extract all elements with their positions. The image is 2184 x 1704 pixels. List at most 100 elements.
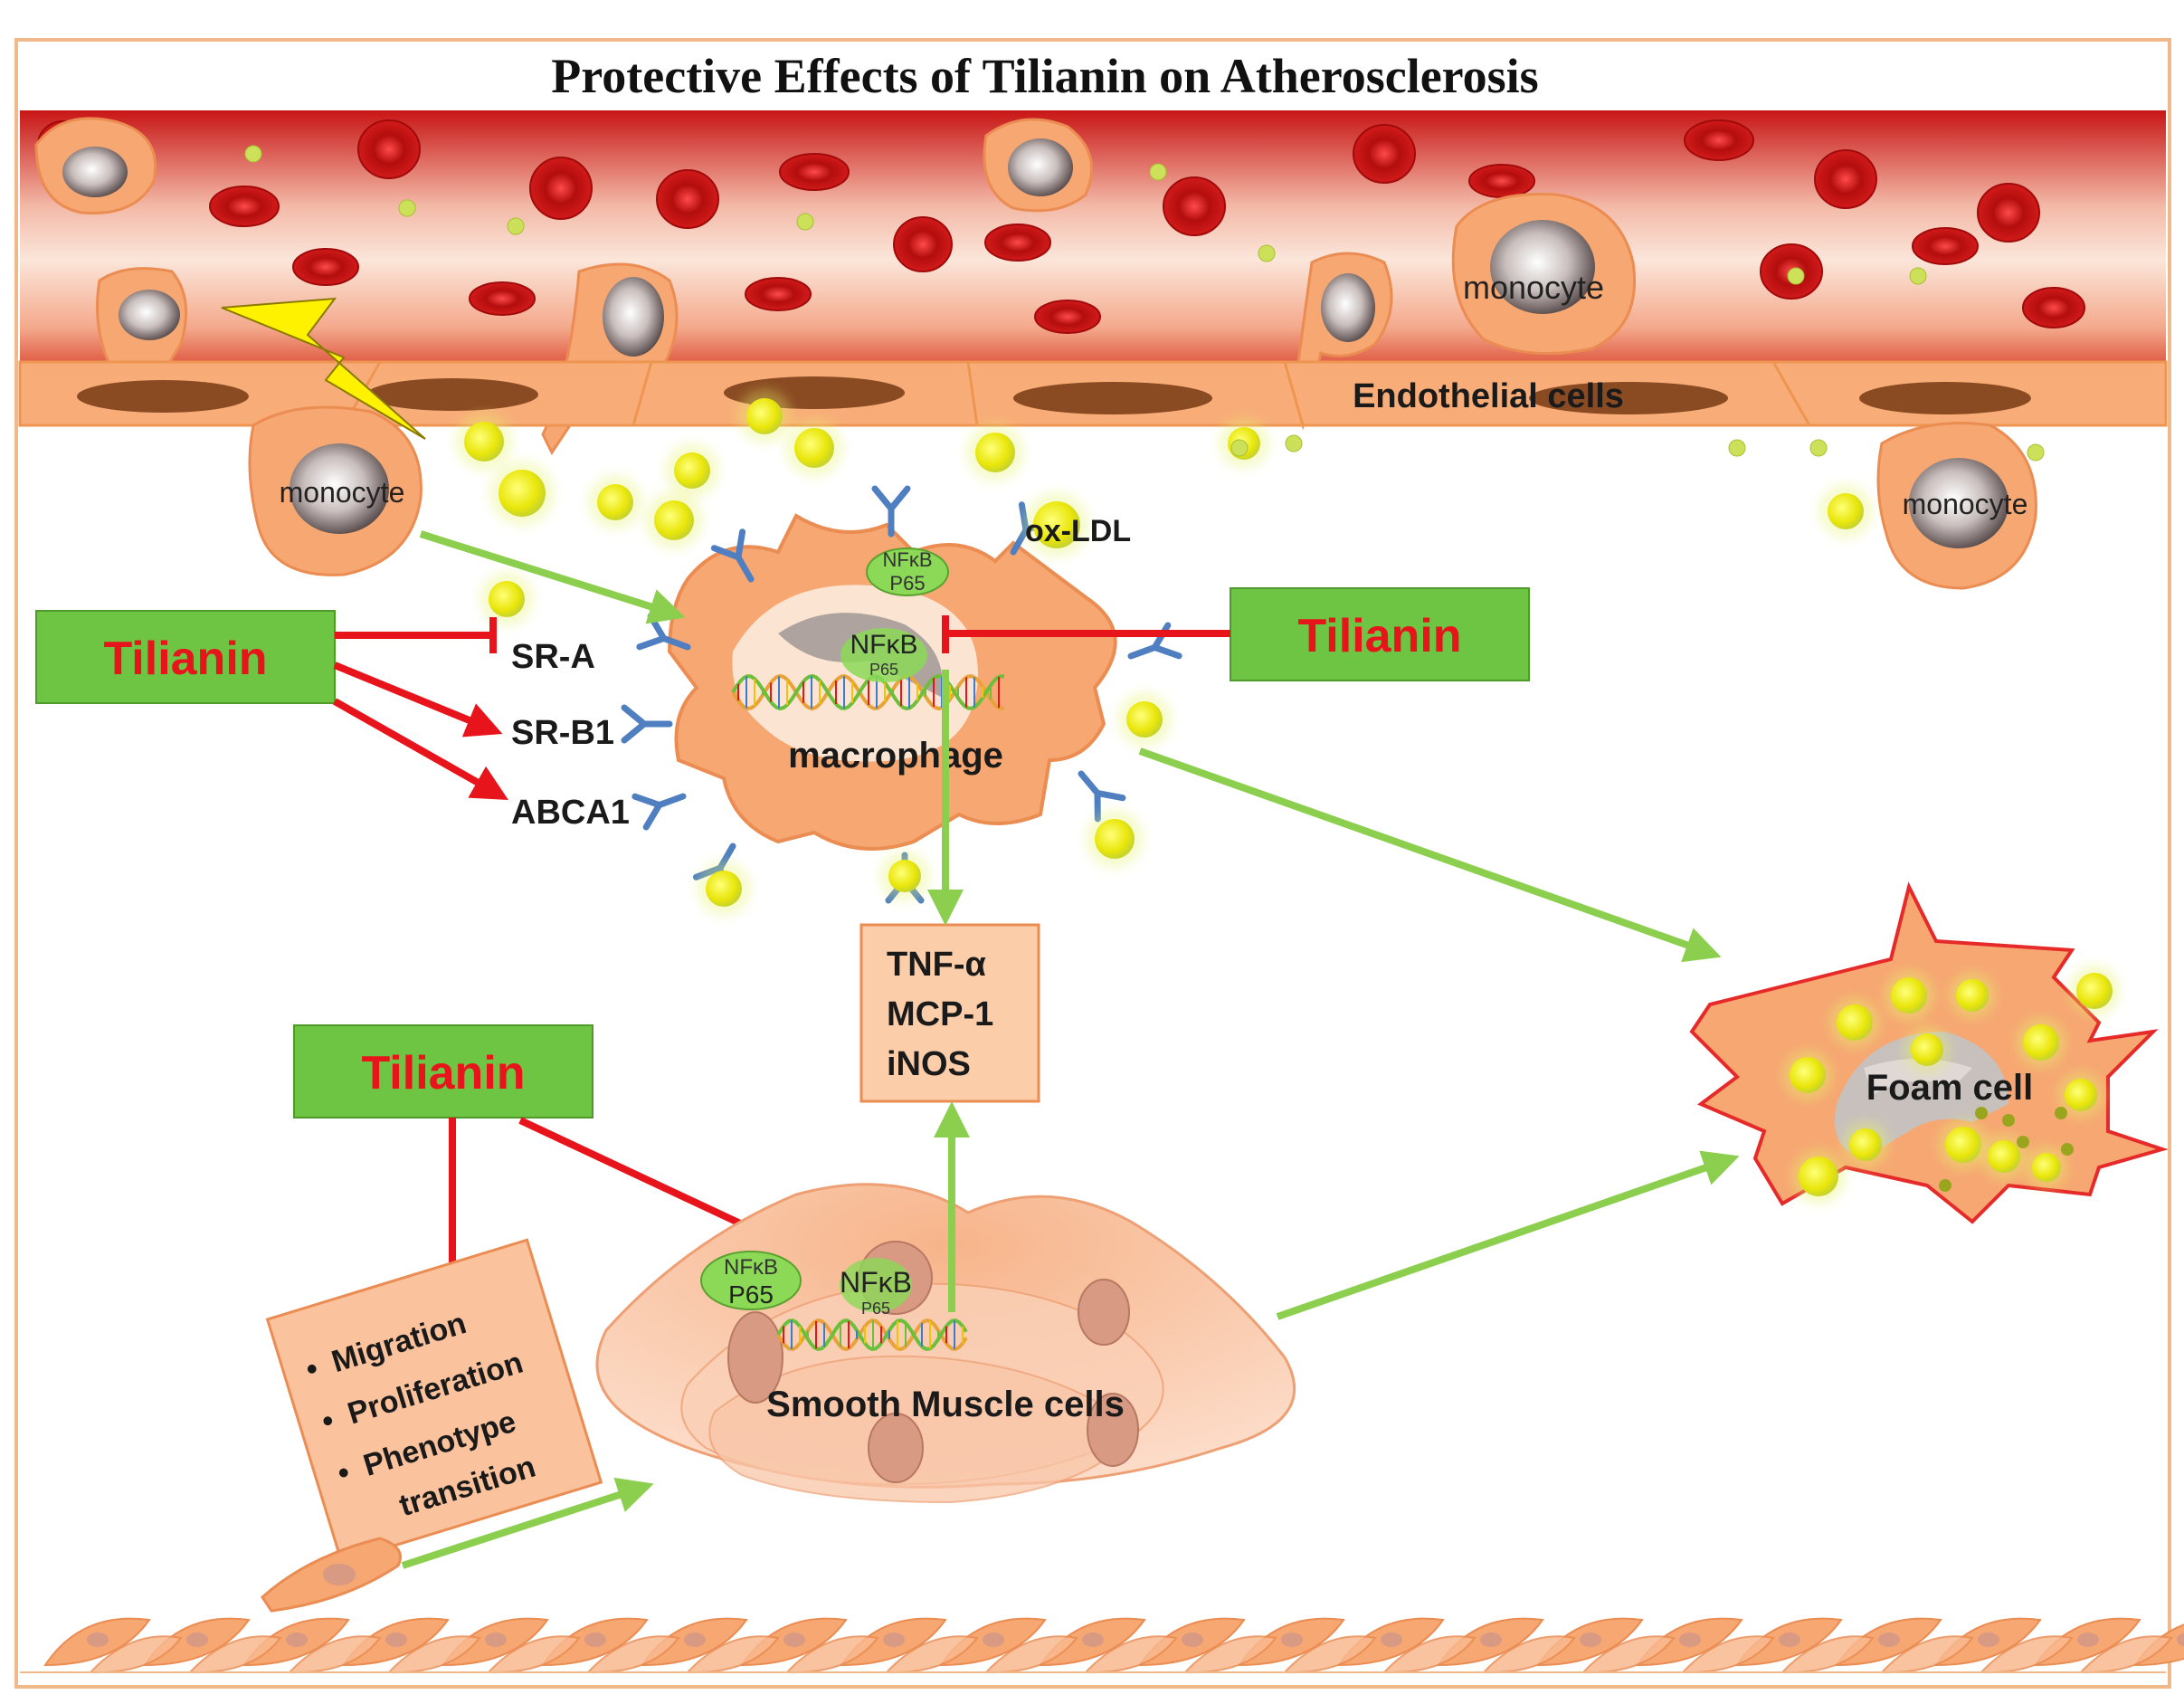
nfkb-nuclear-smc: NFκB P65 bbox=[840, 1258, 912, 1318]
receptor-icon bbox=[631, 793, 687, 831]
ox-ldl-particle bbox=[597, 484, 633, 520]
receptor-icon bbox=[1078, 770, 1126, 823]
ldl-small-particle bbox=[1809, 439, 1828, 457]
flow-arrows bbox=[401, 530, 1740, 1569]
ox-ldl-particle bbox=[1126, 701, 1163, 738]
red-blood-cell bbox=[779, 153, 850, 191]
ldl-small-particle bbox=[1285, 434, 1303, 452]
tilianin-label: Tilianin bbox=[103, 633, 267, 685]
foam-cell-lipid-droplets bbox=[1782, 966, 2120, 1204]
ldl-small-particle bbox=[507, 217, 525, 235]
lipid-droplet bbox=[2065, 1079, 2097, 1111]
lipid-droplet bbox=[1849, 1128, 1882, 1161]
red-blood-cell bbox=[1977, 183, 2040, 243]
ldl-small-particle bbox=[1728, 439, 1746, 457]
ox-ldl-particle bbox=[975, 433, 1015, 472]
tilianin-box-left: Tilianin bbox=[35, 610, 336, 704]
ox-ldl-particle bbox=[1095, 819, 1135, 859]
ox-ldl-particle bbox=[1828, 493, 1864, 529]
ldl-small-particle bbox=[1787, 267, 1805, 285]
lipid-droplet bbox=[1837, 1004, 1873, 1041]
migrating-smooth-muscle-cell bbox=[261, 1537, 402, 1613]
ox-ldl-particle bbox=[464, 422, 504, 462]
media-smooth-muscle-cell bbox=[43, 1617, 151, 1667]
tunica-media-cells bbox=[43, 1617, 2184, 1674]
ldl-small-particle bbox=[2027, 443, 2045, 462]
red-blood-cell bbox=[292, 248, 359, 286]
ldl-small-particle bbox=[244, 145, 262, 163]
red-blood-cell bbox=[1353, 124, 1416, 184]
endothelial-layer: Endothelial cells bbox=[18, 360, 2168, 427]
macrophage-label: macrophage bbox=[788, 736, 1003, 776]
ox-ldl-particle bbox=[794, 428, 834, 468]
p65-label: P65 bbox=[889, 572, 925, 595]
diagram-title: Protective Effects of Tilianin on Athero… bbox=[551, 49, 1538, 103]
tilianin-box-bottom: Tilianin bbox=[293, 1024, 593, 1119]
dna-helix bbox=[776, 1318, 968, 1351]
ox-ldl-particle bbox=[706, 871, 742, 907]
lipid-droplet bbox=[1891, 977, 1927, 1014]
receptor-icon bbox=[871, 485, 911, 538]
lipid-droplet bbox=[1790, 1057, 1826, 1093]
nfkb-label: NFκB bbox=[724, 1255, 778, 1280]
ox-ldl-particles bbox=[244, 145, 2045, 916]
nfkb-nuclear-macrophage: NFκB P65 bbox=[840, 628, 927, 682]
tilianin-box-right: Tilianin bbox=[1230, 587, 1530, 681]
red-blood-cell bbox=[1163, 176, 1226, 236]
red-blood-cell bbox=[1684, 119, 1754, 161]
lipid-droplet bbox=[2023, 1024, 2059, 1061]
nfkb-cytoplasmic-macrophage: NFκB P65 bbox=[866, 547, 949, 596]
lipid-droplet bbox=[2076, 973, 2113, 1009]
media-smooth-muscle-cell bbox=[1238, 1617, 1345, 1667]
red-blood-cell bbox=[893, 216, 953, 272]
lipid-droplet bbox=[1945, 1127, 1981, 1163]
p65-label: P65 bbox=[728, 1280, 774, 1309]
lipid-droplet bbox=[1911, 1033, 1943, 1066]
smc-effects-box: • Migration • Proliferation • Phenotype … bbox=[265, 1238, 603, 1564]
endothelial-label: Endothelial cells bbox=[1353, 377, 1624, 415]
sr-a-label: SR-A bbox=[511, 638, 595, 676]
p65-label: P65 bbox=[861, 1299, 890, 1318]
cytokine-tnf: TNF-α bbox=[887, 946, 986, 984]
ldl-small-particle bbox=[398, 199, 416, 217]
monocyte-label: monocyte bbox=[280, 476, 405, 509]
red-blood-cell bbox=[984, 224, 1051, 262]
p65-label: P65 bbox=[869, 661, 898, 679]
ldl-small-particle bbox=[1909, 267, 1927, 285]
cytokine-box: TNF-α MCP-1 iNOS bbox=[859, 923, 1040, 1103]
nfkb-label: NFκB bbox=[883, 548, 933, 571]
ox-ldl-particle bbox=[888, 860, 921, 892]
red-blood-cell bbox=[1912, 227, 1979, 265]
ldl-small-particle bbox=[1149, 163, 1167, 181]
nfkb-label: NFκB bbox=[840, 1266, 912, 1299]
monocyte-right: monocyte bbox=[1876, 422, 2037, 590]
lipid-droplet bbox=[1988, 1140, 2020, 1173]
red-blood-cell bbox=[209, 186, 280, 227]
media-smooth-muscle-cell bbox=[939, 1617, 1047, 1667]
monocyte-label: monocyte bbox=[1903, 488, 2028, 520]
ox-ldl-particle bbox=[654, 500, 694, 540]
ox-ldl-particle bbox=[489, 581, 525, 617]
receptor-icon bbox=[621, 704, 673, 744]
lightning-bolt-icon bbox=[221, 297, 426, 440]
red-blood-cell bbox=[1814, 149, 1877, 209]
vessel-monocyte-labeled: monocyte bbox=[1451, 192, 1637, 356]
ox-ldl-label: ox-LDL bbox=[1025, 514, 1131, 548]
red-blood-cell bbox=[357, 119, 421, 179]
red-blood-cell bbox=[1468, 164, 1535, 198]
red-blood-cell bbox=[529, 157, 593, 220]
ox-ldl-particle bbox=[674, 452, 710, 489]
nfkb-label: NFκB bbox=[850, 630, 918, 660]
smooth-muscle-label: Smooth Muscle cells bbox=[766, 1385, 1125, 1424]
media-smooth-muscle-cell bbox=[840, 1617, 947, 1667]
monocyte-left: monocyte bbox=[248, 405, 423, 576]
cytokine-mcp1: MCP-1 bbox=[887, 995, 993, 1033]
ldl-small-particle bbox=[1230, 439, 1249, 457]
cytokine-inos: iNOS bbox=[887, 1045, 971, 1083]
ox-ldl-particle bbox=[1033, 501, 1080, 548]
ldl-small-particle bbox=[1258, 244, 1276, 262]
vessel-monocyte bbox=[34, 117, 157, 215]
receptor-icon bbox=[710, 528, 755, 583]
lipid-droplet bbox=[2032, 1153, 2061, 1182]
red-blood-cell bbox=[745, 277, 812, 311]
